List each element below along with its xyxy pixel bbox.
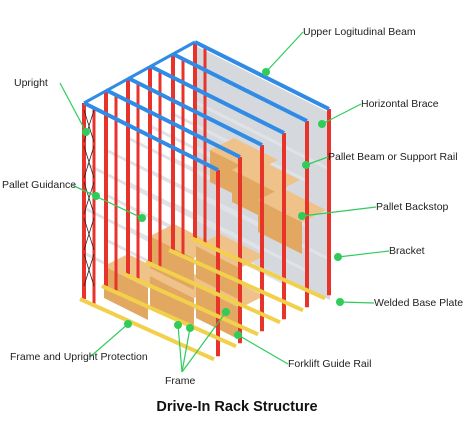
label-frame-protection: Frame and Upright Protection [10,351,148,363]
label-welded-base-plate: Welded Base Plate [374,297,464,309]
brace-b-3 [83,217,95,251]
label-forklift-rail: Forklift Guide Rail [288,358,372,370]
leader-dot-5 [138,214,146,222]
leader-line-1 [59,82,87,133]
leader-line-9 [89,323,129,358]
leader-line-11 [177,324,183,373]
guide-rail-3 [145,260,281,325]
upper-beam-5 [194,40,330,111]
leader-line-5 [71,184,143,219]
label-frame: Frame [165,375,196,387]
guide-rail-1 [101,284,237,349]
uprights-layer [82,42,331,357]
leader-dot-12 [186,324,194,332]
leader-lines-layer [59,31,390,373]
label-pallet-backstop: Pallet Backstop [376,201,449,213]
leader-dot-10 [234,331,242,339]
leader-dot-2 [318,120,326,128]
leader-dot-1 [82,128,90,136]
brace-b-1 [83,145,95,179]
pallet-load-top-4 [196,234,264,268]
pallet-load-front-7 [258,200,302,254]
label-upper-beam: Upper Logitudinal Beam [303,26,416,38]
upper-beam-2 [127,76,263,147]
leader-line-10 [237,334,289,365]
guide-rail-5 [190,236,326,301]
leader-line-6 [301,206,377,217]
leader-line-13 [181,311,227,373]
leader-dot-6 [298,212,306,220]
leader-dot-3 [302,161,310,169]
leader-dot-13 [222,308,230,316]
label-pallet-guidance: Pallet Guidance [2,179,77,191]
leader-dot-11 [174,321,182,329]
upper-beam-4 [172,52,308,123]
leader-dot-8 [336,298,344,306]
label-upright: Upright [14,77,48,89]
upper-front-tie [83,40,196,105]
brace-b-0 [83,109,95,143]
guide-rail-4 [168,248,304,313]
leader-line-12 [181,327,191,373]
leader-line-0 [265,31,304,73]
leader-dot-0 [262,68,270,76]
upper-beams-layer [83,40,330,172]
rails-layer [79,236,326,362]
brace-b-2 [83,181,95,215]
guide-rail-2 [123,272,259,337]
upper-beam-3 [149,64,285,135]
brace-b-4 [83,253,95,287]
label-bracket: Bracket [389,245,425,257]
label-pallet-beam: Pallet Beam or Support Rail [328,151,458,163]
leader-line-2 [321,103,362,125]
diagram-title: Drive-In Rack Structure [156,399,318,415]
upper-beam-0 [83,101,219,172]
guide-rail-0 [79,297,215,362]
leader-line-8 [339,301,375,304]
upper-beam-1 [105,88,241,159]
label-horizontal-brace: Horizontal Brace [361,98,439,110]
leader-dot-7 [334,253,342,261]
leader-line-7 [337,250,390,258]
leader-dot-9 [124,320,132,328]
